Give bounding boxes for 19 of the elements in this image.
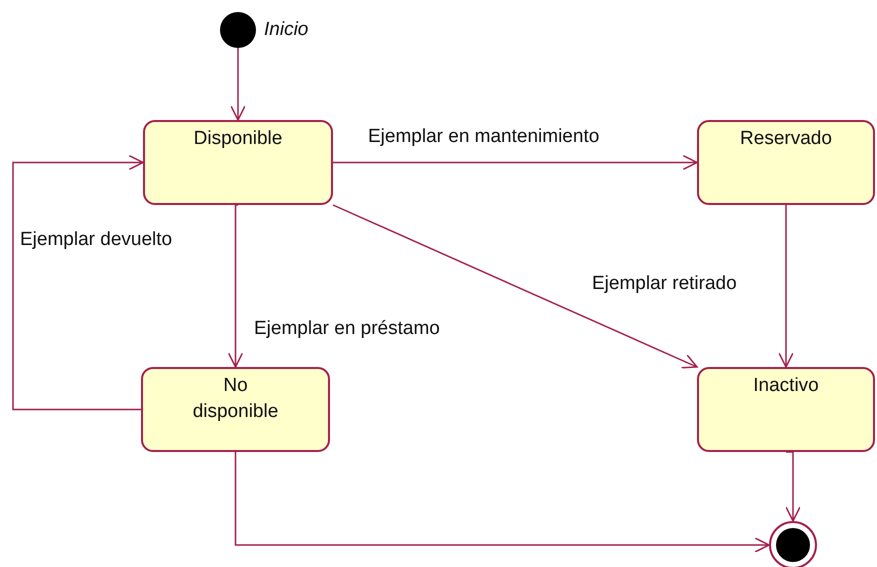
state-box: [141, 367, 330, 452]
initial-state: [220, 12, 256, 48]
state-caption: Inicio: [264, 18, 308, 42]
state-name: Inactivo: [753, 374, 819, 398]
state-name: Reservado: [740, 127, 832, 151]
transition-arrow: [230, 47, 246, 121]
transition-arrow: [332, 204, 698, 368]
transition-arrow: [785, 451, 801, 522]
transition-arrow: [12, 154, 144, 410]
state-box: [697, 120, 875, 205]
transition-arrow: [333, 154, 698, 170]
transition-arrow: [234, 452, 770, 553]
transition-arrow: [228, 204, 244, 368]
final-state: [769, 521, 817, 567]
state-name: Disponible: [194, 127, 282, 151]
state-name: No disponible: [192, 374, 280, 424]
state-box: [697, 367, 875, 452]
state-box: [143, 120, 333, 205]
transition-arrow: [778, 204, 794, 368]
